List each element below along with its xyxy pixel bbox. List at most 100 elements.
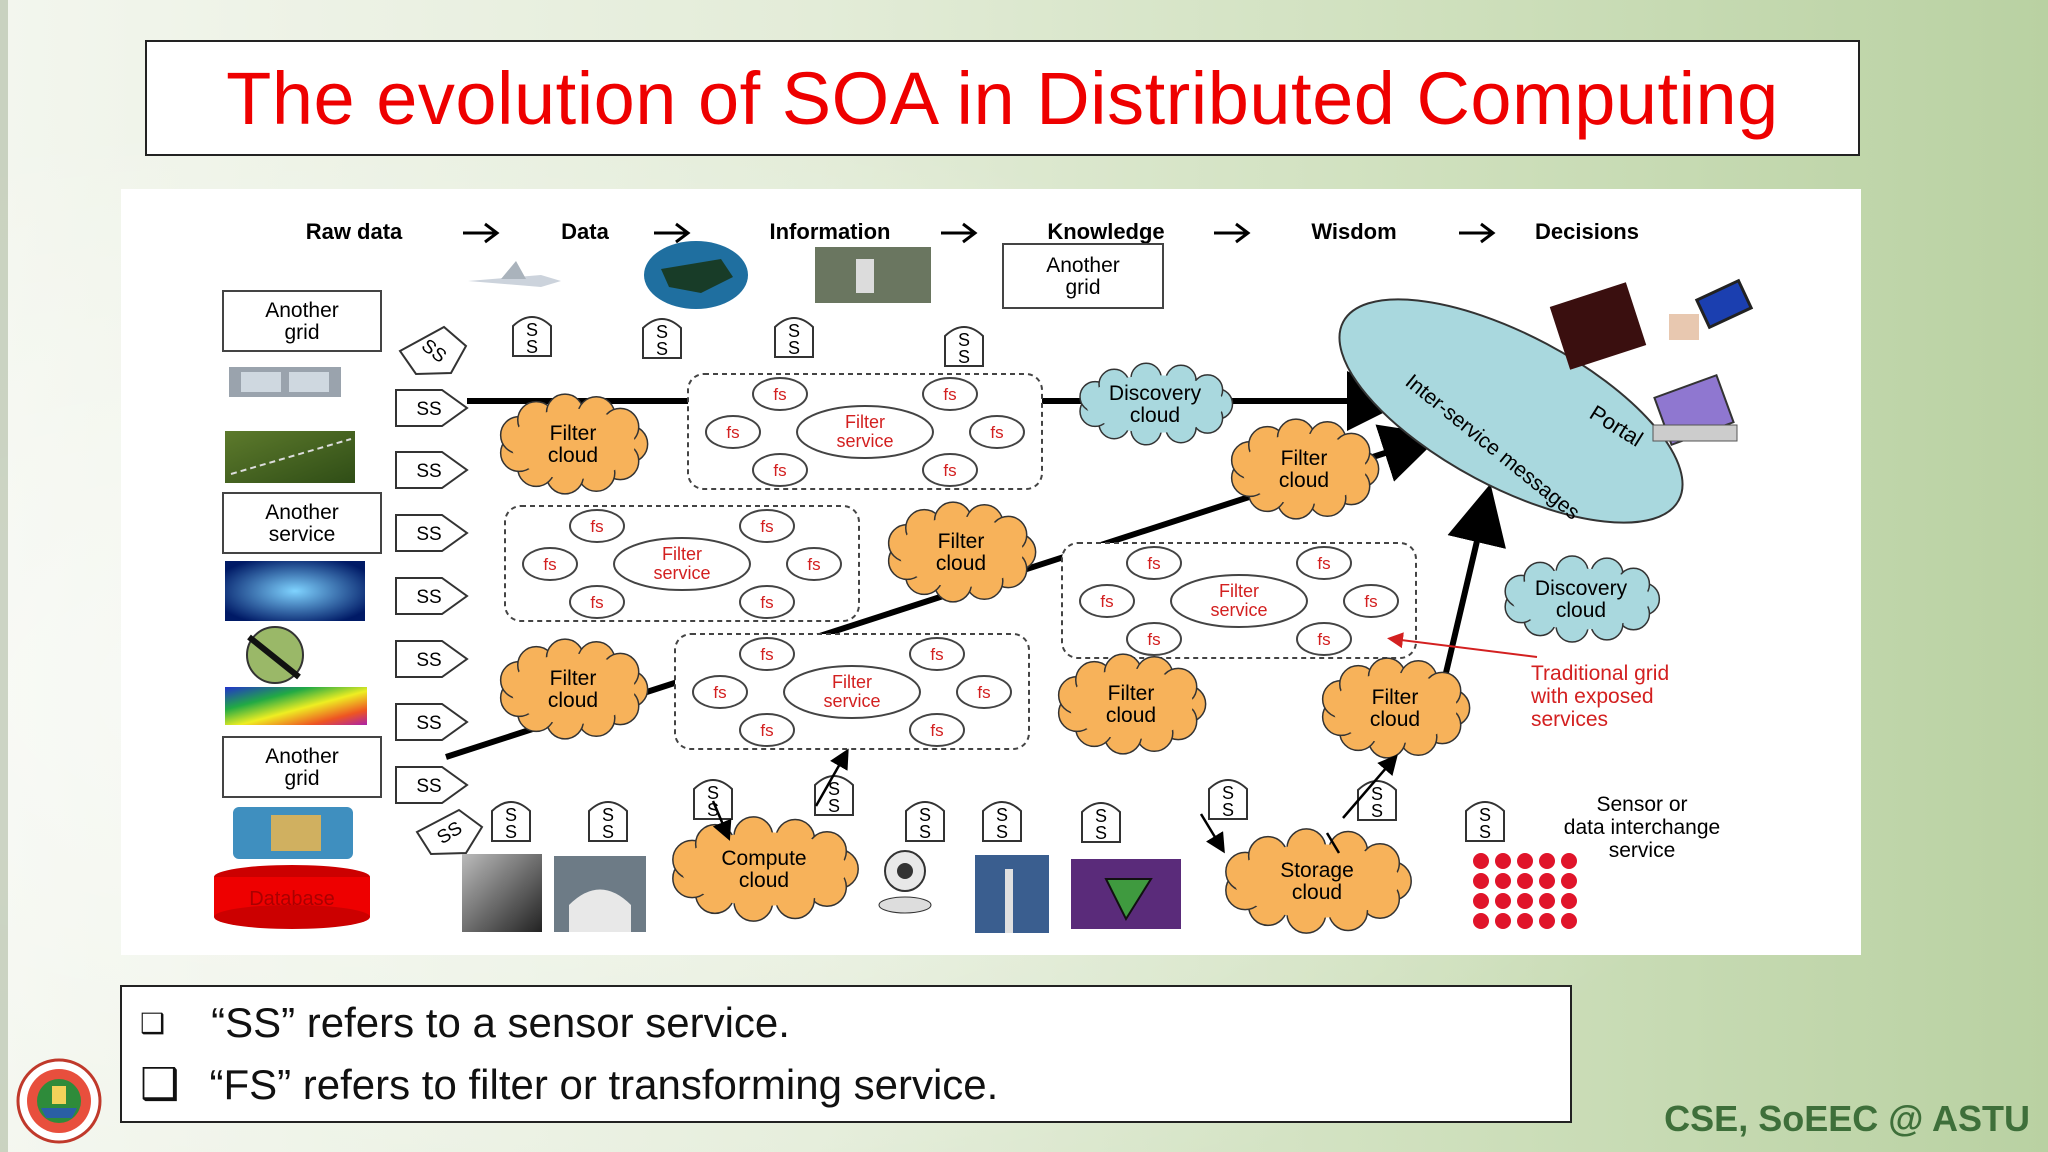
s-tombstone <box>1208 779 1248 820</box>
ss-label: SS <box>416 524 441 545</box>
grid-node <box>1561 913 1577 929</box>
fs-circle <box>569 585 625 619</box>
ss-shape <box>395 389 469 427</box>
fs-label: fs <box>930 721 943 740</box>
university-logo <box>16 1058 102 1144</box>
s-tombstone <box>512 316 552 357</box>
fs-label: fs <box>807 555 820 574</box>
grid-node <box>1517 893 1533 909</box>
note-bullet-icon: ❑ <box>140 1060 180 1109</box>
note-text: “SS” refers to a sensor service. <box>211 999 790 1046</box>
notes-box: ❑ “SS” refers to a sensor service. ❑ “FS… <box>120 985 1572 1123</box>
s-label: S <box>1222 800 1234 820</box>
note-text: “FS” refers to filter or transforming se… <box>209 1060 999 1108</box>
s-label: S <box>656 339 668 359</box>
s-tombstone <box>693 779 733 820</box>
s-label: S <box>1222 783 1234 803</box>
s-label: S <box>788 338 800 358</box>
fs-label: fs <box>713 683 726 702</box>
s-label: S <box>958 330 970 350</box>
fs-label: fs <box>943 385 956 404</box>
s-label: S <box>1371 801 1383 821</box>
s-label: S <box>1479 805 1491 825</box>
s-label: S <box>602 822 614 842</box>
another-grid-box <box>1002 243 1164 309</box>
grid-node <box>1473 873 1489 889</box>
fs-circle <box>1126 546 1182 580</box>
fs-circle <box>1296 622 1352 656</box>
filter-service-ellipse <box>1170 574 1308 628</box>
fs-circle <box>922 377 978 411</box>
ss-shape <box>395 514 469 552</box>
stage-arrow <box>463 222 1496 244</box>
grid-node <box>1473 893 1489 909</box>
grid-node <box>1517 853 1533 869</box>
fs-label: fs <box>773 461 786 480</box>
filter-service-ellipse <box>796 405 934 459</box>
note-item: ❑ “FS” refers to filter or transforming … <box>140 1059 998 1110</box>
ss-label: SS <box>416 650 441 671</box>
fs-label: fs <box>1147 554 1160 573</box>
fs-label: fs <box>590 517 603 536</box>
ss-shape <box>395 703 469 741</box>
fs-circle <box>1296 546 1352 580</box>
header-images <box>468 241 931 309</box>
fs-circle <box>1079 584 1135 618</box>
title-box: The evolution of SOA in Distributed Comp… <box>145 40 1860 156</box>
ss-shape <box>395 640 469 678</box>
ss-shape <box>398 325 468 376</box>
grid-node <box>1539 893 1555 909</box>
sensor-images <box>214 367 370 929</box>
fs-circle <box>739 585 795 619</box>
ss-label: SS <box>416 399 441 420</box>
stage-label: Wisdom <box>1311 219 1396 244</box>
fs-circle <box>786 547 842 581</box>
s-label: S <box>919 822 931 842</box>
s-tombstone <box>905 801 945 842</box>
grid-node <box>1495 913 1511 929</box>
fs-label: fs <box>1317 630 1330 649</box>
grid-node <box>1473 913 1489 929</box>
s-label: S <box>1095 823 1107 843</box>
grid-node <box>1539 873 1555 889</box>
fs-circle <box>692 675 748 709</box>
fs-label: fs <box>773 385 786 404</box>
fs-label: fs <box>760 517 773 536</box>
fs-label: fs <box>977 683 990 702</box>
fs-circle <box>739 637 795 671</box>
ss-label: SS <box>416 776 441 797</box>
fs-label: fs <box>760 593 773 612</box>
grid-node <box>1517 873 1533 889</box>
fs-label: fs <box>930 645 943 664</box>
s-tombstone <box>1081 802 1121 843</box>
s-label: S <box>1371 784 1383 804</box>
fs-label: fs <box>590 593 603 612</box>
s-tombstone <box>588 801 628 842</box>
fs-label: fs <box>943 461 956 480</box>
fs-circle <box>522 547 578 581</box>
stage-label: Decisions <box>1535 219 1639 244</box>
s-label: S <box>505 822 517 842</box>
s-label: S <box>1095 806 1107 826</box>
grid-node <box>1495 873 1511 889</box>
fs-label: fs <box>760 721 773 740</box>
ss-shape <box>395 577 469 615</box>
another-service-box <box>222 492 382 554</box>
stage-label: Data <box>561 219 609 244</box>
